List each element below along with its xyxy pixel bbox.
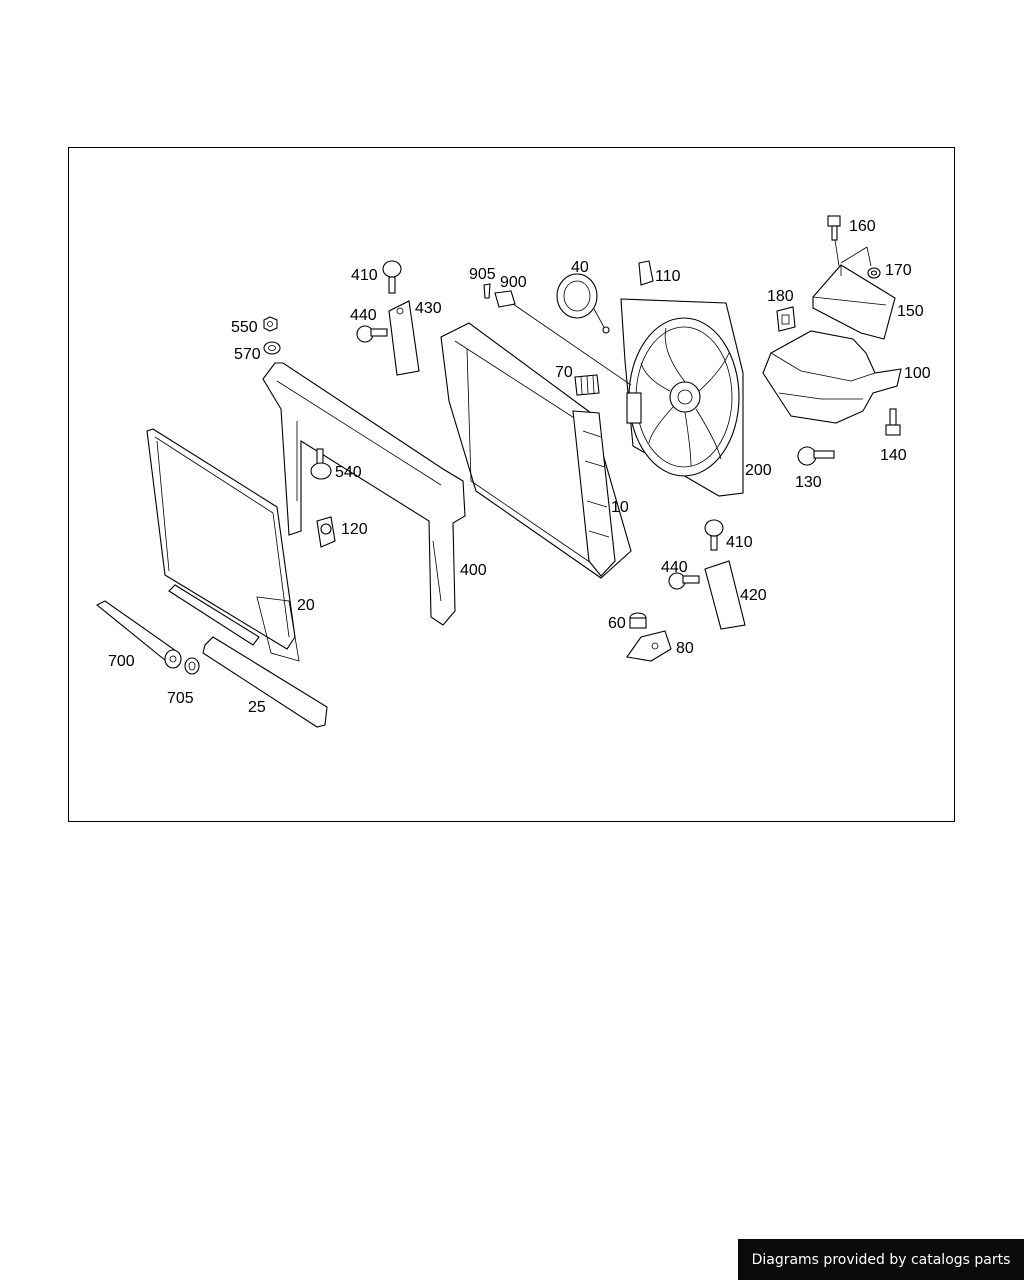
callout-70: 70 [555,364,573,381]
callout-40: 40 [571,259,589,276]
part-440-bolt-top[interactable] [356,325,388,343]
callout-160: 160 [849,218,876,235]
callout-550: 550 [231,319,258,336]
callout-440-top: 440 [350,307,377,324]
part-420-bracket[interactable] [704,560,746,630]
part-150-air-duct[interactable] [812,264,896,340]
part-180-clip[interactable] [776,306,796,332]
part-550-nut[interactable] [263,316,278,332]
callout-410-right: 410 [726,534,753,551]
part-100-air-guide[interactable] [762,330,902,424]
part-700-filter-dryer[interactable] [95,600,182,669]
part-200-fan-shroud[interactable] [620,298,744,497]
part-430-bracket[interactable] [388,300,420,376]
callout-140: 140 [880,447,907,464]
callout-400: 400 [460,562,487,579]
callout-170: 170 [885,262,912,279]
part-25-seal-strip[interactable] [202,636,328,728]
credit-text: Diagrams provided by catalogs parts [751,1251,1011,1268]
callout-705: 705 [167,690,194,707]
callout-700: 700 [108,653,135,670]
callout-570: 570 [234,346,261,363]
exploded-parts-diagram: 160 170 150 180 100 140 130 200 110 40 9… [95,215,931,728]
part-40-fan-motor[interactable] [556,273,610,334]
callout-180: 180 [767,288,794,305]
callout-410-top: 410 [351,267,378,284]
part-120-mount[interactable] [316,516,336,548]
callout-200: 200 [745,462,772,479]
callout-10: 10 [611,499,629,516]
callout-130: 130 [795,474,822,491]
credit-badge: Diagrams provided by catalogs parts [738,1239,1024,1280]
part-900-connector[interactable] [494,290,632,386]
callout-110: 110 [655,268,681,285]
part-130-bolt[interactable] [797,446,835,466]
part-905-plug[interactable] [483,283,491,299]
part-400-carrier-frame[interactable] [262,362,466,626]
callout-100: 100 [904,365,931,382]
part-540-bolt[interactable] [310,448,332,480]
part-410-bolt-right[interactable] [704,519,724,551]
callout-25: 25 [248,699,266,716]
part-170-nut[interactable] [840,246,881,279]
part-20-condenser[interactable] [146,428,300,662]
part-10-radiator[interactable] [440,322,632,579]
callout-440-right: 440 [661,559,688,576]
callout-420: 420 [740,587,767,604]
parts-diagram-frame: 160 170 150 180 100 140 130 200 110 40 9… [68,147,955,822]
callout-905: 905 [469,266,496,283]
part-570-washer[interactable] [263,341,281,355]
part-410-bolt-top[interactable] [382,260,402,294]
callout-150: 150 [897,303,924,320]
part-140-bolt[interactable] [885,408,901,436]
callout-540: 540 [335,464,362,481]
callout-900: 900 [500,274,527,291]
part-80-bracket[interactable] [626,630,672,662]
part-160-bolt[interactable] [827,215,841,267]
part-705-seal-ring[interactable] [184,657,200,675]
callout-80: 80 [676,640,694,657]
callout-120: 120 [341,521,368,538]
callout-60: 60 [608,615,626,632]
part-440-bolt-right[interactable] [668,572,700,590]
callout-20: 20 [297,597,315,614]
callout-430: 430 [415,300,442,317]
part-60-rubber-mount[interactable] [629,612,647,629]
part-110-clip[interactable] [638,260,654,286]
part-70-cap[interactable] [574,374,600,396]
part-20-condenser-tube[interactable] [168,584,260,646]
